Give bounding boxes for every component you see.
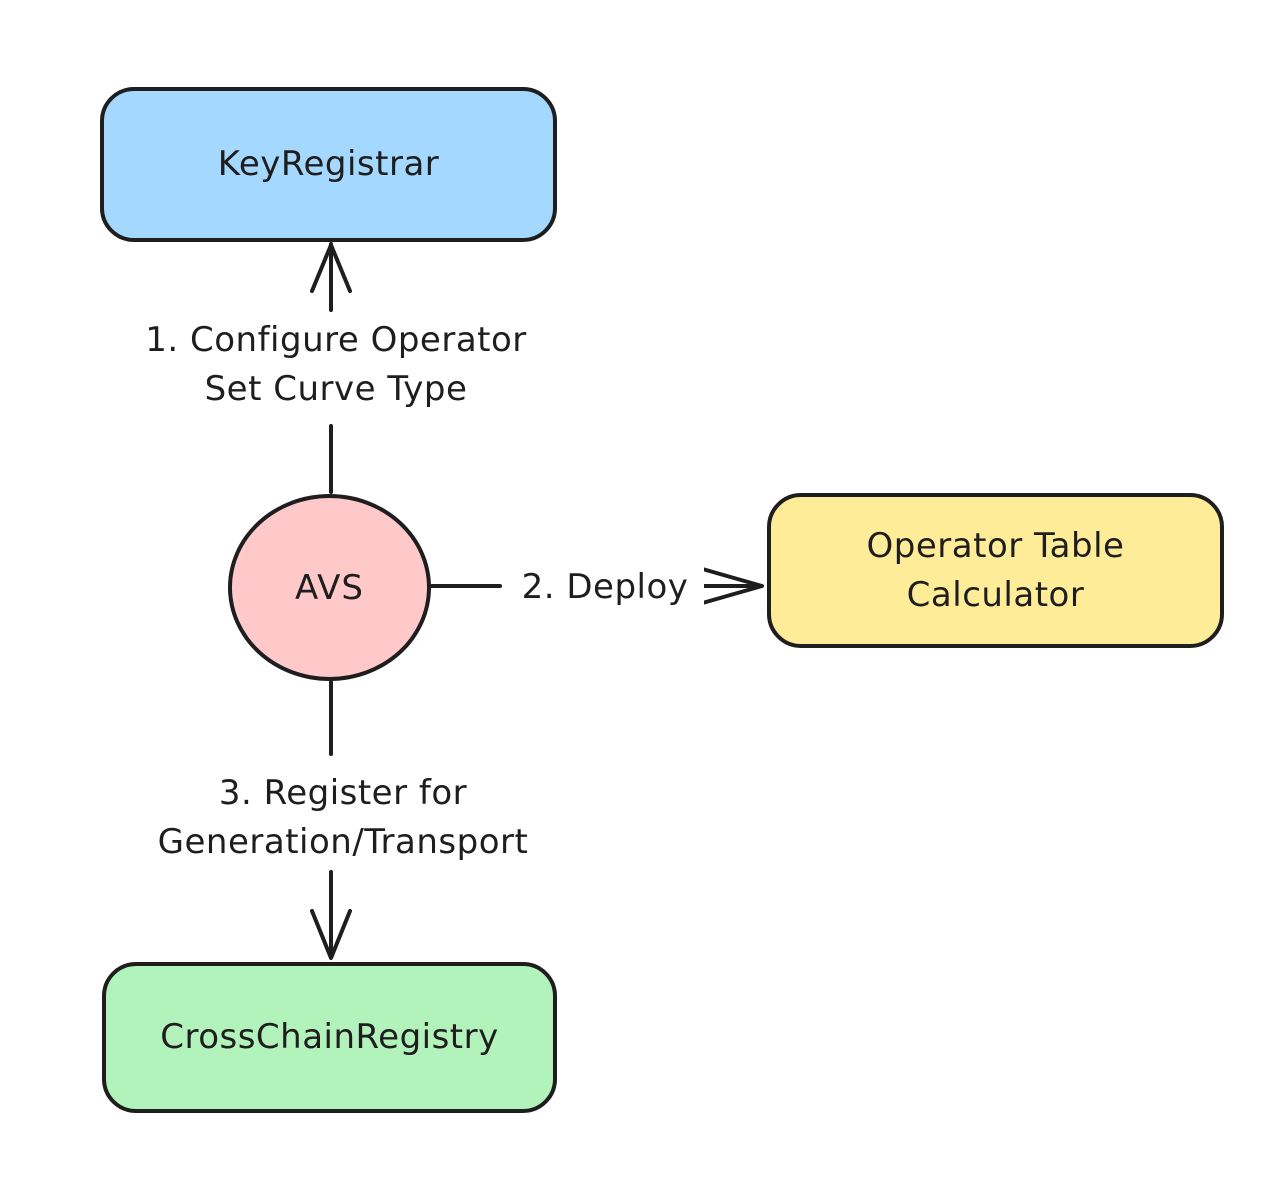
edge-deploy-label: 2. Deploy [506,561,704,614]
node-avs-label: AVS [295,567,364,608]
edge-deploy-label-line1: 2. Deploy [521,567,689,607]
edge-register-label: 3. Register for Generation/Transport [112,767,574,869]
edge-configure-label-line1: 1. Configure Operator [145,320,527,360]
edge-register-arrowhead [310,909,352,960]
node-key-registrar-label: KeyRegistrar [217,144,440,184]
node-operator-table-calculator: Operator Table Calculator [767,493,1224,648]
node-key-registrar: KeyRegistrar [100,87,557,242]
node-operator-table-calculator-label-line1: Operator Table [866,525,1125,566]
edge-deploy-arrowhead [690,564,764,608]
edge-configure-arrowhead [310,243,352,293]
edge-configure-label-line2: Set Curve Type [204,369,468,409]
node-cross-chain-registry: CrossChainRegistry [102,962,557,1113]
edge-configure-label: 1. Configure Operator Set Curve Type [104,314,568,416]
node-cross-chain-registry-label: CrossChainRegistry [160,1017,499,1057]
edge-register-label-line2: Generation/Transport [157,822,529,862]
node-operator-table-calculator-label-line2: Calculator [906,574,1085,615]
edge-register-label-line1: 3. Register for [218,773,468,813]
node-avs: AVS [228,494,431,681]
